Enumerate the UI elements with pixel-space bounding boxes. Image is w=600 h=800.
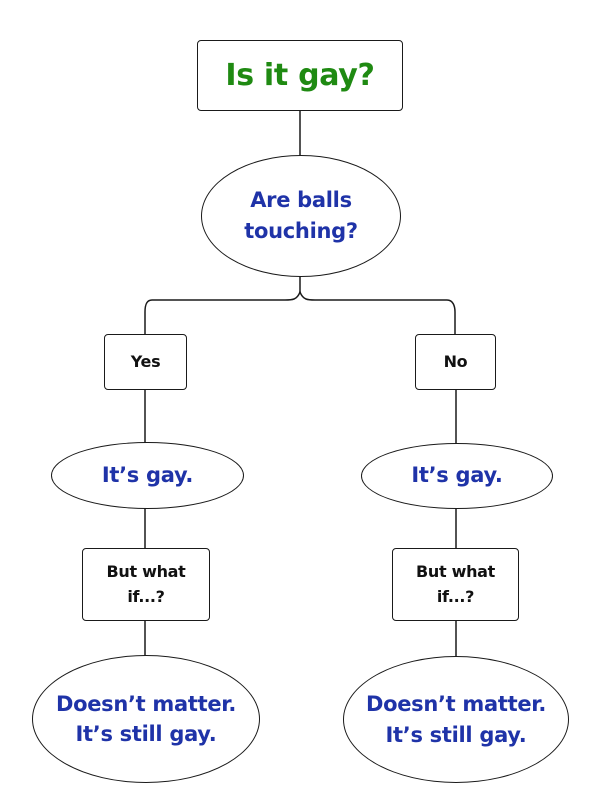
no-followup-text: But what if...? <box>415 561 496 606</box>
no-followup-node: But what if...? <box>392 548 519 621</box>
no-conclusion-text: Doesn’t matter. It’s still gay. <box>365 692 547 747</box>
title-text: Is it gay? <box>225 58 375 93</box>
no-answer-text: It’s gay. <box>411 463 503 488</box>
connector-split-left <box>144 291 301 335</box>
yes-conclusion-node: Doesn’t matter. It’s still gay. <box>32 655 260 783</box>
connector-split-right <box>299 291 456 335</box>
no-label: No <box>443 351 468 371</box>
no-conclusion-node: Doesn’t matter. It’s still gay. <box>343 656 569 783</box>
yes-answer-node: It’s gay. <box>51 442 244 509</box>
yes-followup-node: But what if...? <box>82 548 210 621</box>
no-branch-node: No <box>415 334 496 390</box>
yes-branch-node: Yes <box>104 334 187 390</box>
yes-followup-text: But what if...? <box>106 561 186 606</box>
yes-conclusion-text: Doesn’t matter. It’s still gay. <box>55 691 237 746</box>
question-node: Are balls touching? <box>201 155 401 277</box>
question-text: Are balls touching? <box>244 187 358 244</box>
yes-answer-text: It’s gay. <box>101 462 194 487</box>
title-node: Is it gay? <box>197 40 403 111</box>
yes-label: Yes <box>130 351 161 371</box>
no-answer-node: It’s gay. <box>361 443 553 509</box>
